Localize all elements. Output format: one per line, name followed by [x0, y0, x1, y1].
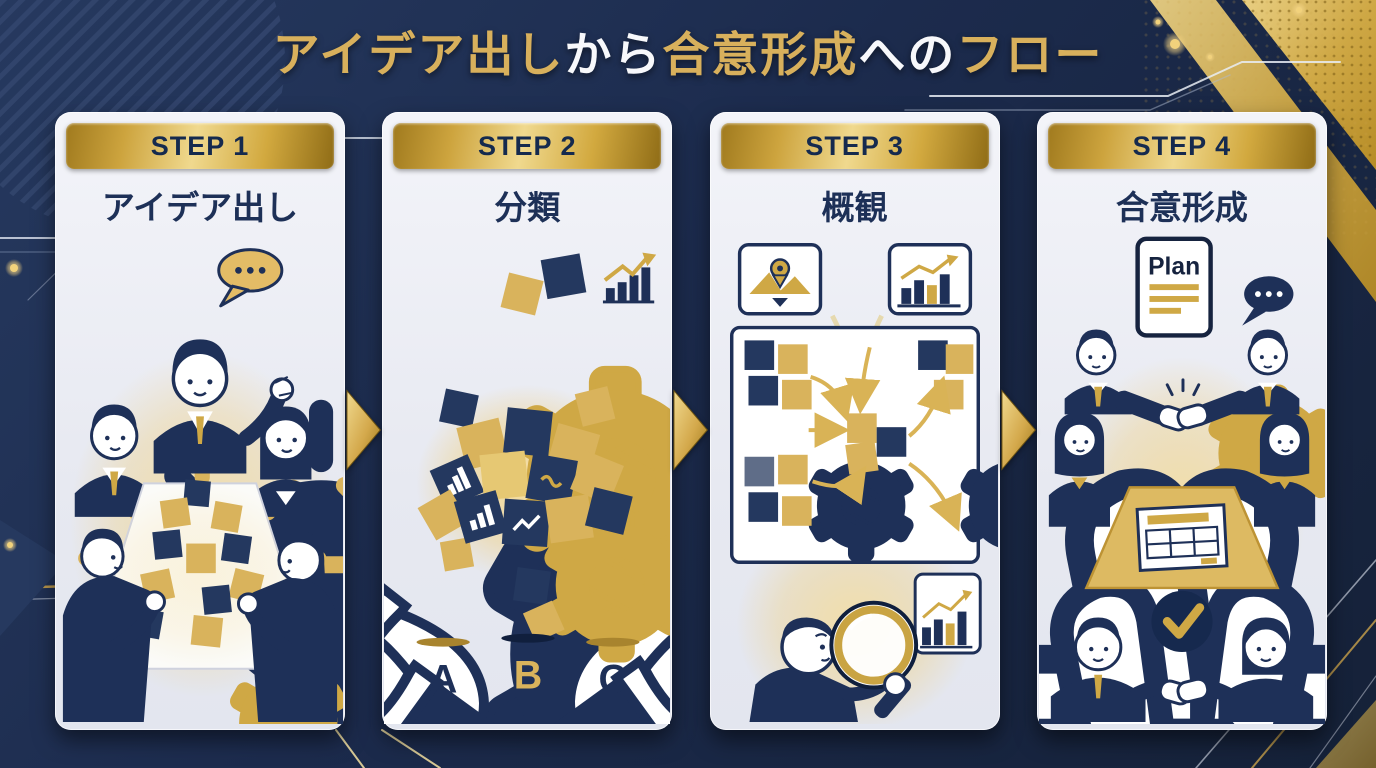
person-figure-observer	[749, 617, 889, 723]
step4-title: 合意形成	[1115, 189, 1248, 226]
check-circle-icon	[1151, 590, 1213, 653]
title-segment-gold: 合意形成	[662, 28, 859, 81]
bar-chart-icon	[603, 252, 657, 304]
handshake-top-icon	[1113, 378, 1250, 432]
sticky-notes	[131, 479, 343, 724]
chart-card-bottom	[913, 572, 982, 655]
step1-title: アイデア出し	[101, 189, 299, 226]
page-title: アイデア出しから合意形成へのフロー	[0, 16, 1376, 85]
step4-label: STEP 4	[1132, 130, 1232, 161]
title-segment-white: から	[564, 28, 663, 81]
person-figure-left	[74, 404, 154, 517]
step1-label: STEP 1	[150, 130, 250, 161]
bucket-b: B	[501, 633, 555, 698]
layout-document	[1135, 503, 1229, 572]
burst-lines	[1165, 378, 1201, 397]
person-figure-center	[153, 339, 295, 474]
step2-illustration: A B C	[384, 252, 671, 724]
step4-header: STEP 4	[1047, 123, 1316, 169]
sticky-notes	[744, 340, 998, 562]
flow-arrows	[808, 346, 962, 532]
map-overview-card	[737, 243, 822, 316]
title-segment-gold: アイデア出し	[272, 28, 565, 81]
meeting-table	[1084, 486, 1280, 590]
sticky-note-pile	[417, 407, 670, 660]
bucket-b-label: B	[514, 654, 542, 698]
step3-label: STEP 3	[805, 130, 904, 161]
step2-label: STEP 2	[478, 130, 577, 161]
step2-title: 分類	[494, 189, 561, 226]
step3-panel: STEP 3 概観	[709, 112, 1000, 730]
falling-note	[513, 567, 552, 605]
person-figure-top-left	[1064, 329, 1132, 415]
person-figure-mid-left	[1048, 412, 1325, 724]
flow-arrow-icon	[346, 389, 381, 471]
step3-title: 概観	[821, 189, 888, 226]
step4-illustration: Plan	[1038, 236, 1325, 724]
speech-bubble-icon	[217, 248, 284, 308]
step3-illustration	[729, 243, 998, 724]
step1-header: STEP 1	[66, 123, 334, 169]
step4-panel: STEP 4 合意形成 Plan	[1036, 112, 1327, 730]
step3-header: STEP 3	[720, 123, 989, 169]
bucket-c-label: C	[599, 657, 627, 701]
bucket-a-label: A	[429, 657, 457, 701]
magnifier-icon	[828, 600, 918, 719]
person-figure-right	[250, 406, 322, 517]
handshake-bottom-icon	[1158, 677, 1210, 706]
flow-arrow-2	[672, 112, 709, 730]
whiteboard	[729, 325, 998, 565]
steps-row: STEP 1 アイデア出し	[55, 112, 1327, 730]
person-figure-mid-right	[1038, 412, 1316, 724]
plan-label: Plan	[1148, 253, 1200, 280]
title-segment-gold: フロー	[956, 28, 1104, 81]
down-arrow-icon	[771, 297, 788, 307]
flow-arrow-3	[1000, 112, 1037, 730]
sticky-note	[500, 272, 544, 316]
glow-dots-decor	[3, 2, 1307, 552]
sticky-note	[540, 253, 587, 300]
person-figure-top-right	[1232, 329, 1300, 415]
person-figure-front-left	[62, 528, 166, 723]
person-figure-front-right	[236, 530, 338, 723]
speech-bubble-icon	[1242, 276, 1294, 326]
sticky-note	[439, 388, 480, 429]
step2-panel: STEP 2 分類	[382, 112, 673, 730]
sticky-note	[575, 386, 616, 427]
plan-document-icon: Plan	[1135, 236, 1325, 520]
flow-arrow-icon	[1001, 389, 1036, 471]
step1-panel: STEP 1 アイデア出し	[55, 112, 345, 730]
falling-note	[523, 600, 565, 643]
chart-card-top	[887, 243, 972, 316]
hand	[882, 672, 908, 697]
bucket-a: A	[416, 637, 471, 701]
step2-header: STEP 2	[393, 123, 662, 169]
step1-illustration	[62, 248, 343, 724]
bucket-c: C	[586, 637, 640, 701]
flow-arrow-icon	[673, 389, 709, 471]
title-segment-white: への	[858, 28, 957, 81]
flow-arrow-1	[345, 112, 382, 730]
sticky-note	[440, 537, 475, 572]
